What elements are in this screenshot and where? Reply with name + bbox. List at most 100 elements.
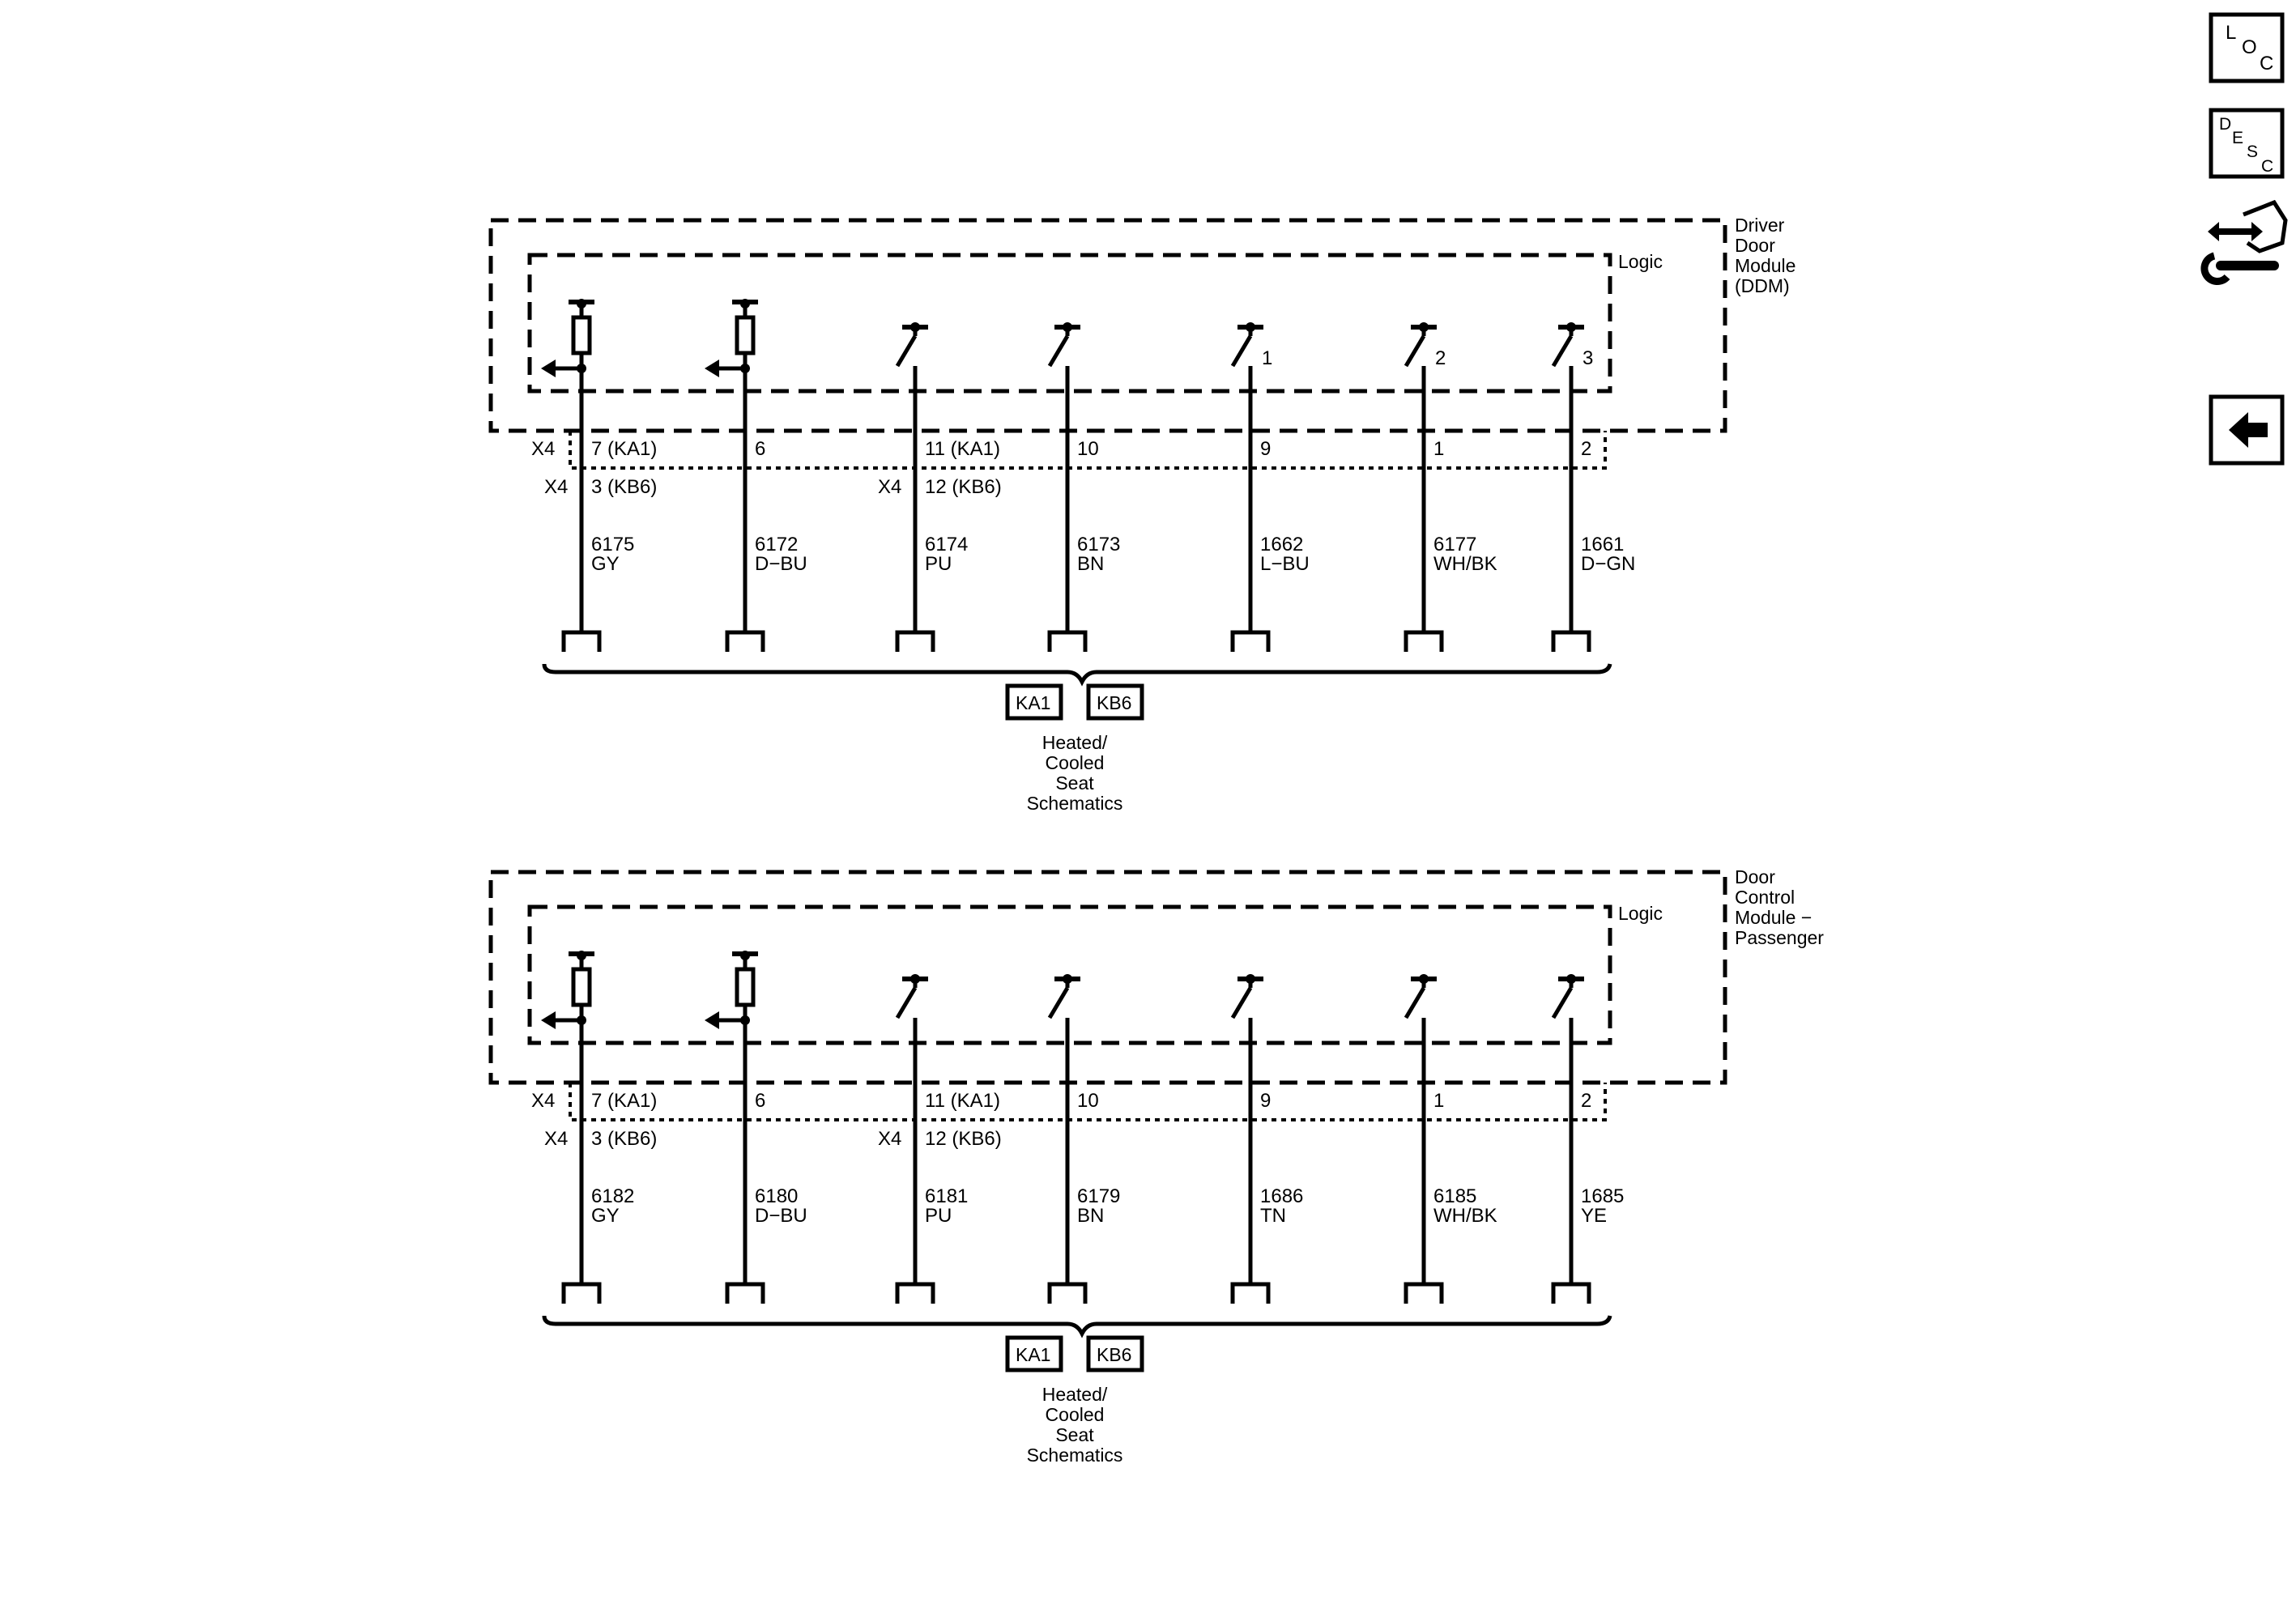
arrow-left-icon (2229, 412, 2268, 448)
reference-box-label: KB6 (1097, 1344, 1131, 1365)
connector-x4-label: X4 (878, 1128, 901, 1150)
reference-text-line: Schematics (1027, 793, 1123, 814)
desc-letter-c: C (2261, 157, 2273, 176)
wire-circuit-number: 1662 (1260, 534, 1303, 555)
logic-label: Logic (1618, 251, 1663, 272)
logic-label: Logic (1618, 903, 1663, 924)
reference-box-kb6[interactable]: KB6 (1086, 1335, 1144, 1372)
wire-circuit-number: 6174 (925, 534, 968, 555)
reference-box-kb6[interactable]: KB6 (1086, 683, 1144, 721)
wire-color: BN (1077, 553, 1104, 575)
module-name-line: Module − (1735, 907, 1812, 928)
wire-color: D−BU (755, 1205, 807, 1227)
wire-color: YE (1581, 1205, 1607, 1227)
reference-text-line: Heated/ (1042, 732, 1108, 753)
wire-circuit-number: 6181 (925, 1185, 968, 1207)
pin-top-label: 1 (1433, 438, 1444, 460)
wire-color: GY (591, 553, 620, 575)
logic-outline (527, 904, 1612, 1045)
pin-top-label: 11 (KA1) (925, 1090, 1000, 1112)
connector-outline (569, 1083, 1607, 1121)
module-outline (488, 218, 1727, 433)
module-outline (488, 870, 1727, 1085)
pin-bottom-label: 3 (KB6) (591, 1128, 657, 1150)
switch-number: 1 (1262, 347, 1272, 369)
module-name-line: Driver (1735, 215, 1785, 236)
pin-top-label: 11 (KA1) (925, 438, 1000, 460)
connector-wrench-icon[interactable] (2200, 199, 2288, 285)
loc-button[interactable]: L O C (2209, 12, 2285, 83)
reference-text-line: Heated/ (1042, 1384, 1108, 1405)
reference-text-line: Schematics (1027, 1445, 1123, 1466)
desc-letter-s: S (2247, 143, 2258, 161)
wire-color: WH/BK (1433, 1205, 1497, 1227)
pin-bottom-label: 12 (KB6) (925, 1128, 1002, 1150)
reference-box-label: KA1 (1016, 692, 1050, 713)
reference-box-label: KA1 (1016, 1344, 1050, 1365)
reference-box-ka1[interactable]: KA1 (1005, 683, 1063, 721)
pin-top-label: 9 (1260, 1090, 1271, 1112)
pin-top-label: 10 (1077, 438, 1099, 460)
wire-color: D−GN (1581, 553, 1635, 575)
wire-color: TN (1260, 1205, 1286, 1227)
wire-circuit-number: 1686 (1260, 1185, 1303, 1207)
reference-box-label: KB6 (1097, 692, 1131, 713)
wire-circuit-number: 6182 (591, 1185, 634, 1207)
connector-x4-label: X4 (878, 476, 901, 498)
module-name-line: Door (1735, 235, 1775, 256)
wire-circuit-number: 6172 (755, 534, 798, 555)
bus-brace (542, 1315, 1612, 1338)
wire-color: WH/BK (1433, 553, 1497, 575)
desc-letter-d: D (2219, 115, 2231, 134)
reference-text-line: Cooled (1046, 1404, 1105, 1425)
wire-circuit-number: 6177 (1433, 534, 1476, 555)
module-name-line: Module (1735, 255, 1795, 276)
wire-circuit-number: 1661 (1581, 534, 1624, 555)
loc-letter-c: C (2260, 53, 2273, 74)
module-name-line: Control (1735, 887, 1795, 908)
loc-letter-o: O (2242, 36, 2257, 58)
wire-color: D−BU (755, 553, 807, 575)
loc-letter-l: L (2226, 22, 2236, 44)
wire-circuit-number: 6173 (1077, 534, 1120, 555)
pin-top-label: 7 (KA1) (591, 1090, 657, 1112)
reference-text-line: Cooled (1046, 752, 1105, 773)
pin-top-label: 2 (1581, 1090, 1591, 1112)
module-name-line: Door (1735, 866, 1775, 887)
desc-letter-e: E (2232, 129, 2243, 147)
bus-brace (542, 663, 1612, 687)
module-name-line: (DDM) (1735, 275, 1790, 296)
connector-outline (569, 431, 1607, 470)
pin-bottom-label: 3 (KB6) (591, 476, 657, 498)
desc-button[interactable]: D E S C (2209, 108, 2285, 179)
wire-color: GY (591, 1205, 620, 1227)
wire-circuit-number: 6185 (1433, 1185, 1476, 1207)
back-button[interactable] (2209, 394, 2285, 466)
logic-outline (527, 253, 1612, 394)
connector-x4-label: X4 (544, 1128, 568, 1150)
pin-top-label: 6 (755, 438, 765, 460)
wire-circuit-number: 6179 (1077, 1185, 1120, 1207)
wire-color: BN (1077, 1205, 1104, 1227)
pin-top-label: 7 (KA1) (591, 438, 657, 460)
reference-box-ka1[interactable]: KA1 (1005, 1335, 1063, 1372)
switch-number: 2 (1435, 347, 1446, 369)
reference-text-line: Seat (1055, 772, 1094, 794)
connector-x4-label: X4 (531, 438, 555, 460)
pin-top-label: 6 (755, 1090, 765, 1112)
reference-text-line: Seat (1055, 1424, 1094, 1445)
pin-top-label: 2 (1581, 438, 1591, 460)
